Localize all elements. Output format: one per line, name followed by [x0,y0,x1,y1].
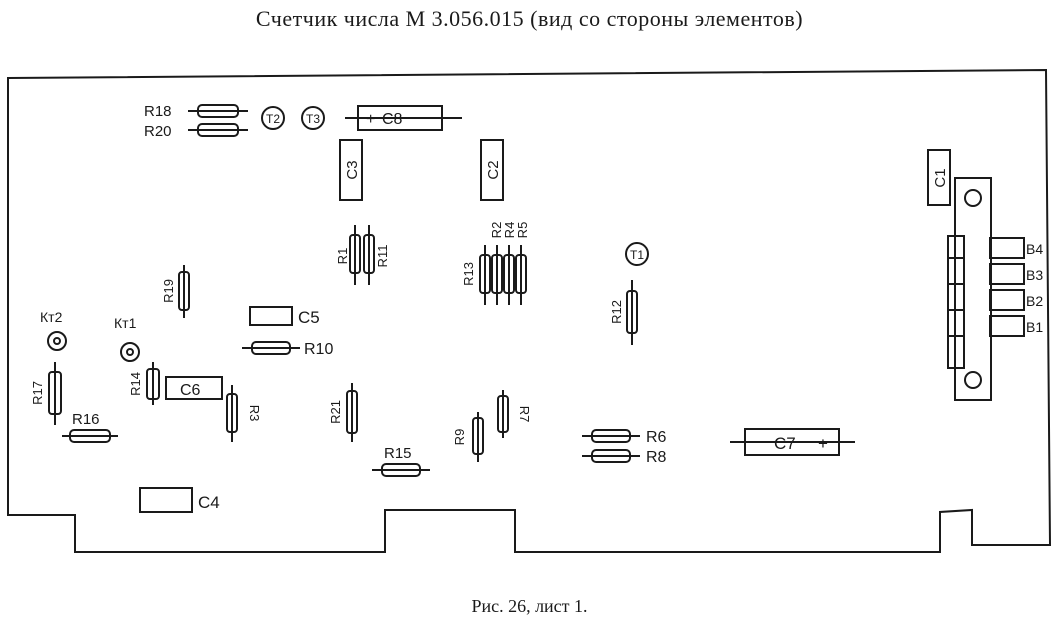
label-r2: R2 [489,222,504,239]
transistor-t2 [261,106,285,130]
resistor-r16 [62,429,118,443]
label-c6: C6 [180,382,201,399]
capacitor-c4 [139,487,193,513]
resistor-r4 [503,245,515,305]
capacitor-c1 [927,149,951,206]
label-r6: R6 [646,429,667,446]
label-kt1: Кт1 [114,315,137,331]
label-r17: R17 [30,381,45,405]
capacitor-c7 [730,428,855,456]
label-b3: B3 [1026,267,1043,283]
label-c7-polarity: + [818,434,828,453]
label-r12: R12 [609,300,624,324]
label-r3: R3 [247,405,262,422]
resistor-r8 [582,449,640,463]
diagram-title: Счетчик числа М 3.056.015 (вид со сторон… [255,6,804,31]
resistor-r15 [372,463,430,477]
label-c3: C3 [344,160,361,179]
resistor-r1 [349,225,361,285]
resistor-r5 [515,245,527,305]
capacitor-c3 [339,139,363,201]
label-r13: R13 [461,262,476,286]
board-outline [7,68,1052,553]
resistor-r6 [582,429,640,443]
resistor-r21 [346,383,358,442]
resistor-r11 [363,225,375,285]
test-point-kt1 [120,342,140,362]
label-b4: B4 [1026,241,1043,257]
label-c1: C1 [932,168,949,187]
label-t3: T3 [306,112,320,126]
capacitor-c8 [345,105,462,131]
resistor-r14 [146,362,160,405]
resistor-r7 [497,390,509,438]
resistor-r9 [472,412,484,462]
label-c7: C7 [774,434,796,453]
label-r9: R9 [452,429,467,446]
label-kt2: Кт2 [40,309,63,325]
resistor-r20 [188,123,248,137]
label-r20: R20 [144,123,172,140]
label-t2: T2 [266,112,280,126]
label-r11: R11 [375,245,390,268]
label-c5: C5 [298,308,320,327]
label-r8: R8 [646,449,667,466]
label-r16: R16 [72,411,100,428]
label-c8-polarity: + [366,111,375,128]
label-c8: C8 [382,111,403,128]
transistor-t1 [625,242,649,266]
figure-caption: Рис. 26, лист 1. [471,596,588,616]
connector-block [947,177,1025,401]
test-point-kt2 [47,331,67,351]
label-c2: C2 [485,160,502,179]
label-r7: R7 [517,406,532,423]
label-r4: R4 [502,222,517,239]
label-r10: R10 [304,341,333,358]
resistor-r18 [188,104,248,118]
label-r18: R18 [144,103,172,120]
label-t1: T1 [630,248,644,262]
transistor-t3 [301,106,325,130]
label-r14: R14 [128,372,143,396]
resistor-r10 [242,341,300,355]
resistor-r19 [178,265,190,318]
capacitor-c6 [165,376,223,400]
capacitor-c2 [480,139,504,201]
label-r5: R5 [515,222,530,239]
capacitor-c5 [249,306,293,326]
label-r21: R21 [328,400,343,424]
label-c4: C4 [198,493,220,512]
label-r15: R15 [384,445,412,462]
label-b1: B1 [1026,319,1043,335]
resistor-r3 [226,385,238,442]
resistor-r13 [479,245,491,305]
resistor-r17 [48,362,62,425]
resistor-r12 [626,280,638,345]
label-r19: R19 [161,279,176,303]
label-r1: R1 [335,248,350,265]
label-b2: B2 [1026,293,1043,309]
resistor-r2 [491,245,503,305]
